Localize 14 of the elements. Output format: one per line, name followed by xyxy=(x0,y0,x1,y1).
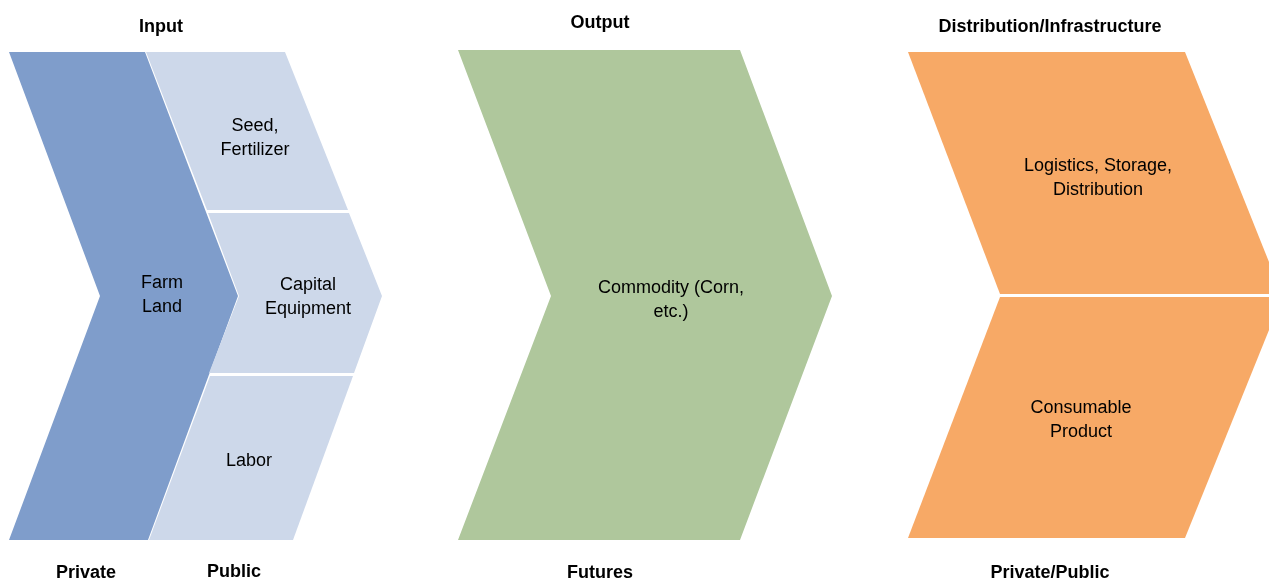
node-label: Consumable Product xyxy=(1029,396,1133,443)
section-heading: Output xyxy=(570,12,630,32)
section-heading: Distribution/Infrastructure xyxy=(938,16,1162,36)
node-label: Commodity (Corn, etc.) xyxy=(597,276,745,323)
node-label: Capital Equipment xyxy=(263,273,353,320)
node-label: Seed, Fertilizer xyxy=(219,114,291,161)
node-label: Labor xyxy=(224,449,273,472)
node-label: Logistics, Storage, Distribution xyxy=(1023,154,1173,201)
section-heading: Private/Public xyxy=(990,562,1110,581)
node-label: Farm Land xyxy=(140,271,184,318)
section-heading: Private xyxy=(56,562,116,581)
section-heading: Futures xyxy=(567,562,633,581)
section-heading: Public xyxy=(207,561,261,581)
section-heading: Input xyxy=(139,16,183,36)
